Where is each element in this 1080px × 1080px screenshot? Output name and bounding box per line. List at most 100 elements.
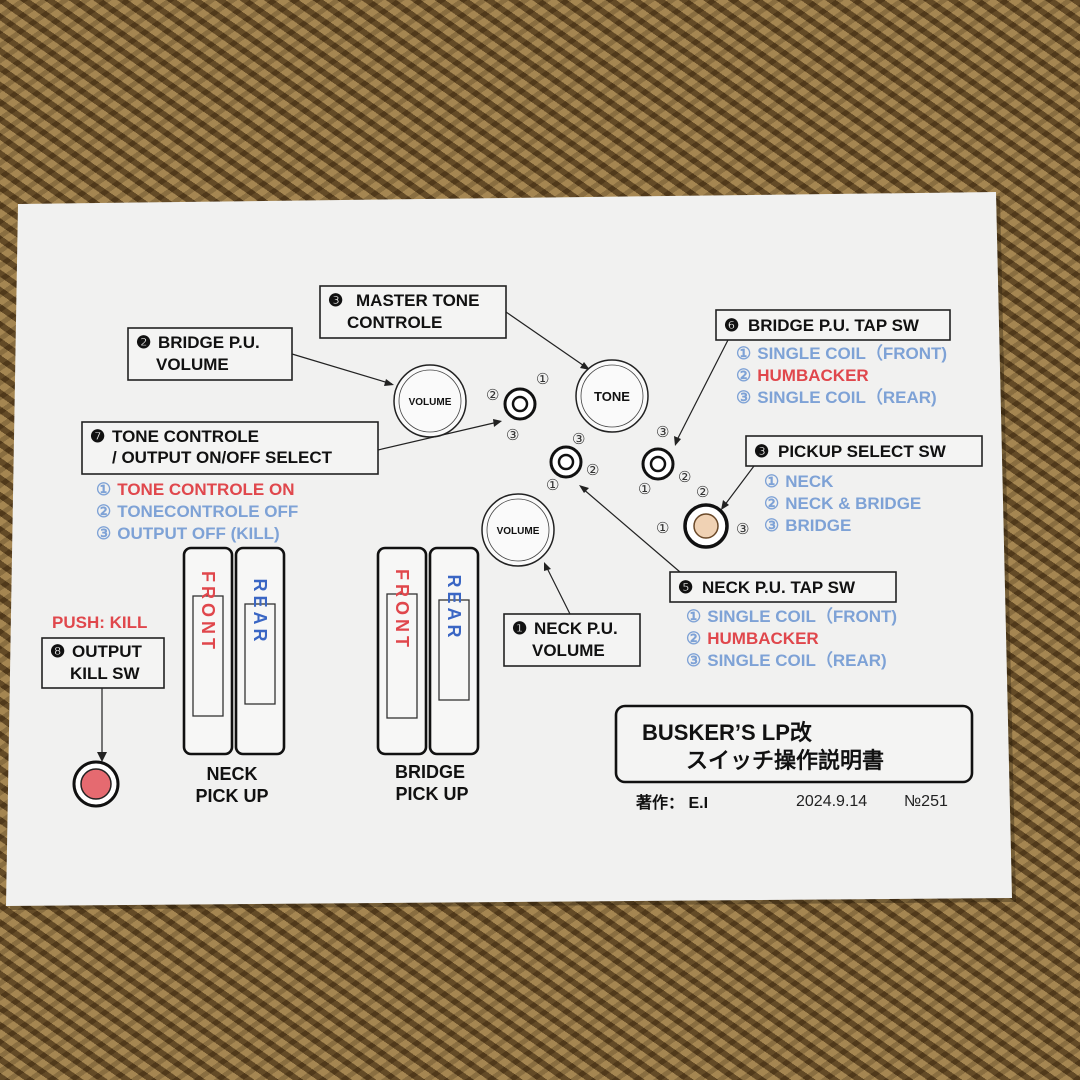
bridge-volume-line1: BRIDGE P.U. <box>158 333 260 352</box>
neck-tap-label: ❺ NECK P.U. TAP SW <box>669 571 897 603</box>
mark-two: ② <box>586 462 599 479</box>
title-box <box>614 704 974 784</box>
neck-pickup-label-1: NECK <box>206 764 257 784</box>
title-line1: BUSKER’S LP改 <box>642 720 813 745</box>
kill-switch-line1: OUTPUT <box>72 642 143 661</box>
pickup-select-leader <box>723 465 755 507</box>
arrow-head <box>493 419 502 427</box>
neck-pickup-rear-coil <box>234 546 286 756</box>
mark-three: ③ <box>506 427 519 444</box>
mark-one: ① <box>536 371 549 388</box>
arrow-head <box>384 379 394 386</box>
kill-switch-num: ❽ <box>50 642 65 661</box>
pickup-select-label: ❸ PICKUP SELECT SW <box>745 435 983 467</box>
neck-tap-box <box>669 571 897 603</box>
mark-two: ② <box>678 469 691 486</box>
bridge-pickup-label-2: PICK UP <box>395 784 468 804</box>
bridge-volume-knob: VOLUME <box>393 364 467 438</box>
neck-tap-switch: ③ ② ① <box>546 431 599 494</box>
mark-three: ③ <box>572 431 585 448</box>
bridge-front-frame <box>386 593 418 719</box>
arrow-head <box>721 500 729 510</box>
tone-output-line1: TONE CONTROLE <box>112 427 259 446</box>
bridge-volume-line2: VOLUME <box>156 355 229 374</box>
bridge-volume-num: ❷ <box>136 333 151 352</box>
kill-switch-section: PUSH: KILL ❽ OUTPUT KILL SW <box>41 613 165 808</box>
neck-tap-num: ❺ <box>678 578 693 597</box>
bridge-rear-frame <box>438 599 470 701</box>
bridge-volume-leader <box>291 353 393 385</box>
tone-output-label: ❼ TONE CONTROLE / OUTPUT ON/OFF SELECT <box>81 421 379 475</box>
tone-output-line2: / OUTPUT ON/OFF SELECT <box>112 448 333 467</box>
master-tone-line2: CONTROLE <box>347 313 442 332</box>
arrow-head <box>97 752 107 762</box>
neck-volume-knob: VOLUME <box>481 493 555 567</box>
neck-volume-line1: NECK P.U. <box>534 619 618 638</box>
footer-number: №251 <box>904 793 948 810</box>
bridge-tap-label: ❻ BRIDGE P.U. TAP SW <box>715 309 951 341</box>
pickup-select-title: PICKUP SELECT SW <box>778 442 947 461</box>
bridge-pickup-label-1: BRIDGE <box>395 762 465 782</box>
mark-three: ③ <box>656 424 669 441</box>
title-block: BUSKER’S LP改 スイッチ操作説明書 <box>614 704 974 784</box>
master-tone-box <box>319 285 507 339</box>
title-line2: スイッチ操作説明書 <box>686 748 884 773</box>
tone-output-num: ❼ <box>90 427 105 446</box>
neck-volume-knob-label: VOLUME <box>497 526 540 537</box>
push-kill-text: PUSH: KILL <box>52 613 147 632</box>
arrow-head <box>674 436 681 446</box>
neck-pickup-front-coil <box>182 546 234 756</box>
master-tone-knob-label: TONE <box>594 389 630 404</box>
neck-front-label: FRONT <box>198 571 218 653</box>
neck-front-frame <box>192 595 224 717</box>
neck-rear-frame <box>244 603 276 705</box>
bridge-tap-num: ❻ <box>724 316 739 335</box>
footer-date: 2024.9.14 <box>796 793 867 810</box>
footer: 著作： E.I 2024.9.14 №251 <box>635 793 948 812</box>
bridge-rear-label: REAR <box>444 574 464 641</box>
neck-volume-leader <box>545 565 571 615</box>
bridge-tap-leader <box>675 339 729 443</box>
arrow-head <box>580 362 590 370</box>
bridge-volume-knob-label: VOLUME <box>409 397 452 408</box>
bridge-volume-label: ❷ BRIDGE P.U. VOLUME <box>127 327 293 381</box>
neck-rear-label: REAR <box>250 578 270 645</box>
master-tone-knob: TONE <box>575 359 649 433</box>
bridge-front-label: FRONT <box>392 569 412 651</box>
tone-output-box <box>81 421 379 475</box>
bridge-volume-box <box>127 327 293 381</box>
bridge-pickup: FRONT REAR BRIDGE PICK UP <box>376 546 480 804</box>
bridge-pickup-front-coil <box>376 546 428 756</box>
mark-one: ① <box>638 481 651 498</box>
pickup-select-box <box>745 435 983 467</box>
neck-volume-box <box>503 613 641 667</box>
mark-three: ③ <box>736 521 749 538</box>
master-tone-num: ❸ <box>328 291 343 310</box>
pickup-select-num: ❸ <box>754 442 769 461</box>
neck-pickup-label-2: PICK UP <box>195 786 268 806</box>
neck-tap-leader <box>581 487 681 573</box>
mark-one: ① <box>546 477 559 494</box>
neck-pickup: FRONT REAR NECK PICK UP <box>182 546 286 806</box>
footer-author: 著作： E.I <box>635 793 708 812</box>
kill-button <box>80 768 112 800</box>
kill-switch-line2: KILL SW <box>70 664 141 683</box>
neck-volume-num: ❶ <box>512 619 527 638</box>
neck-tap-title: NECK P.U. TAP SW <box>702 578 856 597</box>
arrow-head <box>579 485 589 493</box>
